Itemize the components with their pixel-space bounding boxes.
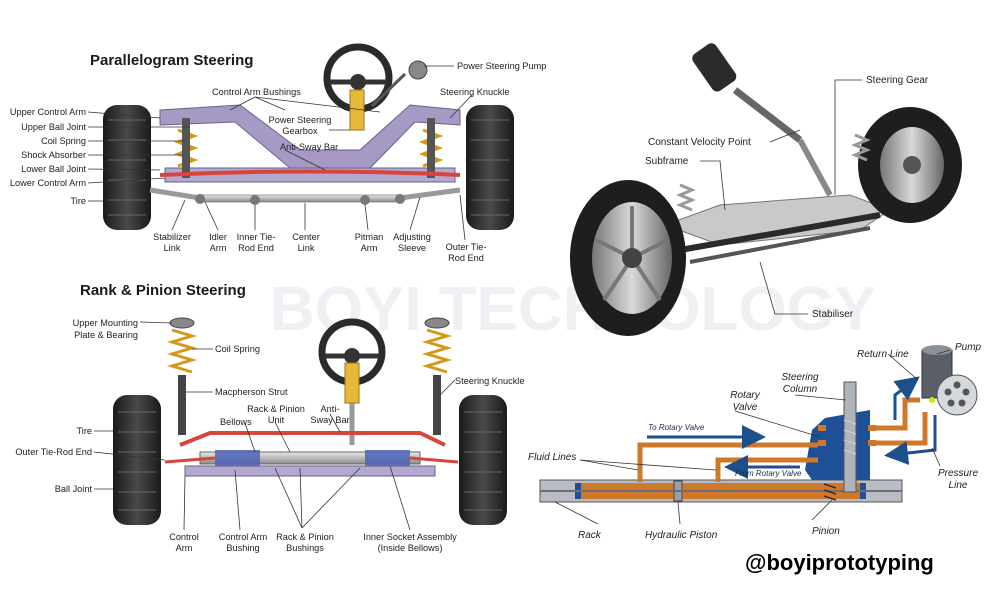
label-idler-arm-1: Idler [209, 232, 227, 242]
label-to-rotary-valve: To Rotary Valve [648, 423, 705, 432]
rp-right-tire [459, 395, 507, 525]
rp-label-rack-pinion-unit-2: Unit [268, 415, 285, 425]
label-tire: Tire [71, 196, 86, 206]
rp-label-rack-pinion-unit-1: Rack & Pinion [247, 404, 305, 414]
rp-label-steering-knuckle: Steering Knuckle [455, 376, 524, 386]
rp-label-control-arm-bushing-2: Bushing [226, 543, 259, 553]
rack-pinion-diagram: Rank & Pinion Steering [15, 282, 524, 553]
rp-label-inner-socket-1: Inner Socket Assembly [363, 532, 457, 542]
watermark-text: BOYI TECHNOLOGY [270, 275, 876, 344]
label-lower-ball-joint: Lower Ball Joint [21, 164, 86, 174]
label-inner-tie-rod-2: Rod End [238, 243, 274, 253]
label-pinion: Pinion [812, 526, 840, 537]
label-lower-control-arm: Lower Control Arm [10, 178, 86, 188]
rp-label-inner-socket-2: (Inside Bellows) [378, 543, 443, 553]
label-pressure-line-2: Line [949, 480, 968, 491]
label-coil-spring: Coil Spring [41, 136, 86, 146]
rp-left-tire [113, 395, 161, 525]
label-pressure-line-1: Pressure [938, 468, 978, 479]
label-fluid-lines: Fluid Lines [528, 452, 576, 463]
anti-sway-bar [159, 169, 461, 177]
rp-label-outer-tie-rod: Outer Tie-Rod End [15, 447, 92, 457]
label-shock-absorber: Shock Absorber [21, 150, 86, 160]
label-center-link-1: Center [292, 232, 320, 242]
label-pitman-arm-1: Pitman [355, 232, 384, 242]
rp-label-coil-spring: Coil Spring [215, 344, 260, 354]
rp-label-control-arm-1: Control [169, 532, 199, 542]
label-adjusting-sleeve-1: Adjusting [393, 232, 431, 242]
label-hydraulic-piston: Hydraulic Piston [645, 530, 718, 541]
rp-anti-sway-bar [179, 431, 446, 447]
label-inner-tie-rod-1: Inner Tie- [237, 232, 276, 242]
suspension-illustration: Steering Gear Constant Velocity Point Su… [570, 43, 962, 336]
left-tire [103, 105, 151, 230]
label-anti-sway-bar: Anti-Sway Bar [280, 142, 338, 152]
pump-pulley [936, 374, 978, 416]
label-power-steering-gearbox-2: Gearbox [282, 126, 318, 136]
label-adjusting-sleeve-2: Sleeve [398, 243, 426, 253]
rp-label-ball-joint: Ball Joint [55, 484, 93, 494]
right-tire [466, 105, 514, 230]
rp-label-tire: Tire [77, 426, 92, 436]
parallelogram-title: Parallelogram Steering [90, 52, 253, 69]
social-handle: @boyiprototyping [745, 550, 934, 575]
label-power-steering-gearbox-1: Power Steering [269, 115, 332, 125]
rack-pinion-title: Rank & Pinion Steering [80, 282, 246, 299]
rp-label-anti-sway-2: Sway Bar [310, 415, 349, 425]
rp-label-macpherson-strut: Macpherson Strut [215, 387, 288, 397]
hydraulic-diagram: Return Line Pump Steering Column Rotary … [528, 342, 982, 541]
label-subframe: Subframe [645, 156, 689, 167]
label-constant-velocity-point: Constant Velocity Point [648, 137, 751, 148]
label-from-rotary-valve: From Rotary Valve [735, 469, 802, 478]
rp-label-control-arm-2: Arm [176, 543, 193, 553]
rp-label-upper-mounting-1: Upper Mounting [73, 318, 138, 328]
rp-label-upper-mounting-2: Plate & Bearing [74, 330, 138, 340]
label-steering-column-1: Steering [781, 372, 819, 383]
frame [159, 104, 461, 169]
label-rotary-valve-2: Valve [733, 402, 758, 413]
label-rack: Rack [578, 530, 602, 541]
label-pitman-arm-2: Arm [361, 243, 378, 253]
label-steering-gear: Steering Gear [866, 75, 929, 86]
label-upper-control-arm: Upper Control Arm [10, 107, 86, 117]
label-stabilizer-link-1: Stabilizer [153, 232, 191, 242]
label-steering-knuckle: Steering Knuckle [440, 87, 509, 97]
power-steering-pump-part [408, 60, 428, 80]
label-outer-tie-rod-2: Rod End [448, 253, 484, 263]
rp-label-anti-sway-1: Anti- [321, 404, 340, 414]
label-control-arm-bushings: Control Arm Bushings [212, 87, 301, 97]
label-outer-tie-rod-1: Outer Tie- [446, 242, 487, 252]
rp-label-rp-bushings-2: Bushings [286, 543, 324, 553]
label-idler-arm-2: Arm [210, 243, 227, 253]
label-upper-ball-joint: Upper Ball Joint [21, 122, 86, 132]
label-power-steering-pump: Power Steering Pump [457, 61, 546, 71]
rp-label-control-arm-bushing-1: Control Arm [219, 532, 268, 542]
parallelogram-diagram: Parallelogram Steering [10, 43, 546, 263]
center-link [199, 194, 401, 203]
label-steering-column-2: Column [783, 384, 818, 395]
label-stabiliser: Stabiliser [812, 309, 854, 320]
label-rotary-valve-1: Rotary [730, 390, 760, 401]
label-center-link-2: Link [298, 243, 315, 253]
rp-label-rp-bushings-1: Rack & Pinion [276, 532, 334, 542]
label-stabilizer-link-2: Link [164, 243, 181, 253]
label-pump: Pump [955, 342, 982, 353]
label-return-line: Return Line [857, 349, 909, 360]
rp-label-bellows: Bellows [220, 417, 252, 427]
